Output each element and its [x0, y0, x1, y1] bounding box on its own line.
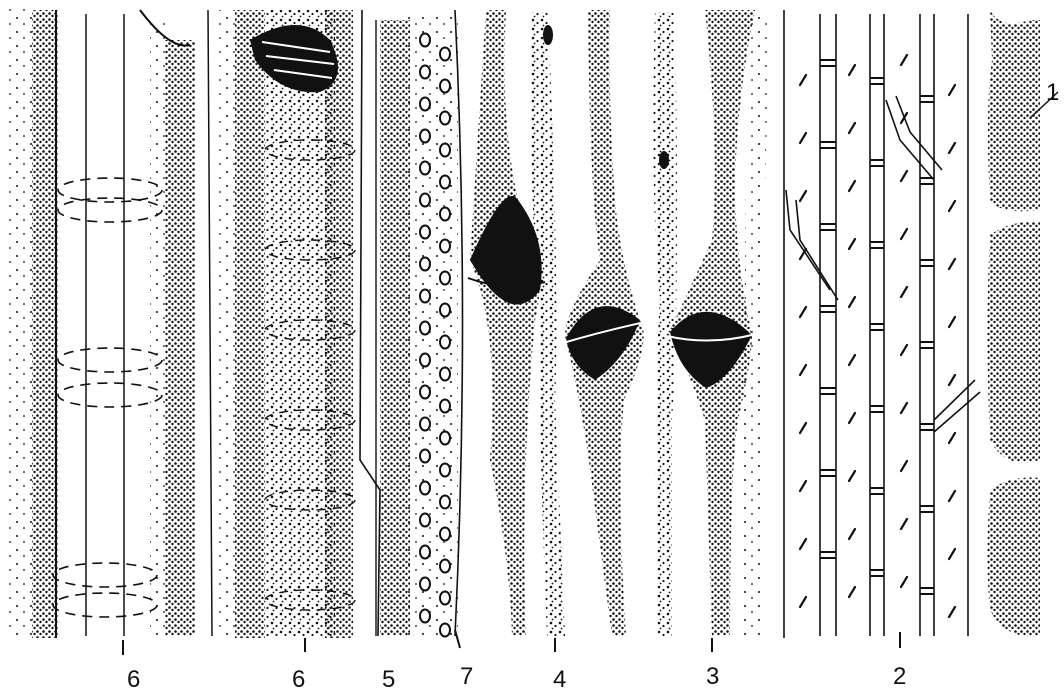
- pit-circle: [420, 482, 430, 495]
- label-6a: 6: [127, 666, 140, 693]
- pit-circle: [420, 162, 430, 175]
- pit-circle: [420, 514, 430, 527]
- pit-circle: [420, 226, 430, 239]
- pit-circle: [420, 450, 430, 463]
- vessel-region-6-middle: [208, 10, 355, 638]
- pit-circle: [440, 112, 450, 125]
- pit-circle: [420, 386, 430, 399]
- pit-circle: [440, 368, 450, 381]
- pit-circle: [420, 578, 430, 591]
- label-5: 5: [382, 666, 395, 693]
- pit-circle: [440, 560, 450, 573]
- label-2: 2: [893, 663, 906, 690]
- label-3: 3: [706, 663, 719, 690]
- pit-circle: [420, 194, 430, 207]
- pit-circle: [420, 290, 430, 303]
- pit-circle: [440, 176, 450, 189]
- pit-circle: [440, 464, 450, 477]
- pit-circle: [440, 240, 450, 253]
- label-1: 1: [1046, 79, 1059, 106]
- pit-circle: [420, 258, 430, 271]
- pit-circle: [440, 208, 450, 221]
- pit-circle: [420, 34, 430, 47]
- label-6b: 6: [292, 666, 305, 693]
- pit-circle: [440, 432, 450, 445]
- pit-circle: [420, 130, 430, 143]
- label-4: 4: [553, 666, 566, 693]
- pit-circle: [440, 592, 450, 605]
- pit-circle: [420, 546, 430, 559]
- pit-circle: [440, 528, 450, 541]
- pit-circle: [440, 496, 450, 509]
- pit-circle: [420, 66, 430, 79]
- pit-circle: [420, 418, 430, 431]
- pit-circle: [440, 304, 450, 317]
- pit-circle: [440, 624, 450, 637]
- pit-circle: [420, 354, 430, 367]
- pit-circle: [440, 48, 450, 61]
- pit-circle: [420, 322, 430, 335]
- pit-circle: [440, 272, 450, 285]
- pit-circle: [440, 80, 450, 93]
- pit-circle: [420, 610, 430, 623]
- label-7: 7: [460, 663, 473, 690]
- pitted-cell-region-7: [408, 10, 463, 637]
- pit-circle: [420, 98, 430, 111]
- pit-circle: [440, 336, 450, 349]
- pit-circle: [440, 144, 450, 157]
- pit-circle: [440, 400, 450, 413]
